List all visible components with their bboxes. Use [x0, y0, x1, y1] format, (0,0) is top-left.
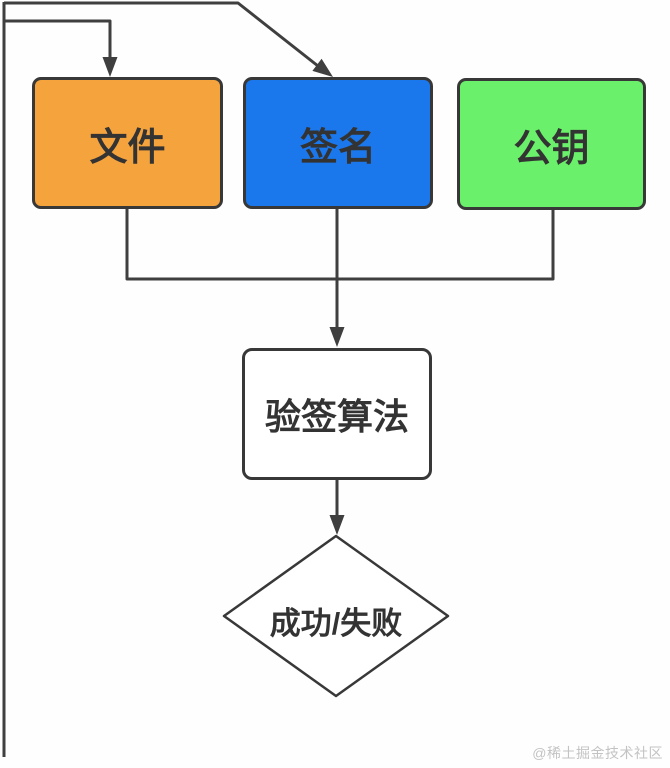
result-diamond-shape — [222, 534, 450, 698]
node-signature: 签名 — [243, 77, 433, 209]
edge-to-signature — [4, 1, 319, 68]
arrowhead-into-verify-icon — [329, 327, 345, 347]
node-file-label: 文件 — [89, 126, 166, 169]
node-public-key: 公钥 — [457, 78, 646, 210]
arrowhead-into-result-icon — [329, 515, 345, 535]
arrowhead-into-signature-icon — [312, 58, 333, 77]
edge-to-file — [4, 19, 112, 59]
node-verify-algorithm: 验签算法 — [242, 348, 432, 480]
edge-merge-bus — [125, 209, 555, 281]
arrowhead-into-file-icon — [102, 57, 118, 77]
node-result-label: 成功/失败 — [269, 606, 403, 641]
node-signature-label: 签名 — [299, 126, 376, 169]
watermark: @稀土掘金技术社区 — [532, 745, 663, 761]
node-public-key-label: 公钥 — [513, 127, 590, 170]
node-verify-algorithm-label: 验签算法 — [264, 396, 409, 437]
node-file: 文件 — [32, 77, 223, 209]
